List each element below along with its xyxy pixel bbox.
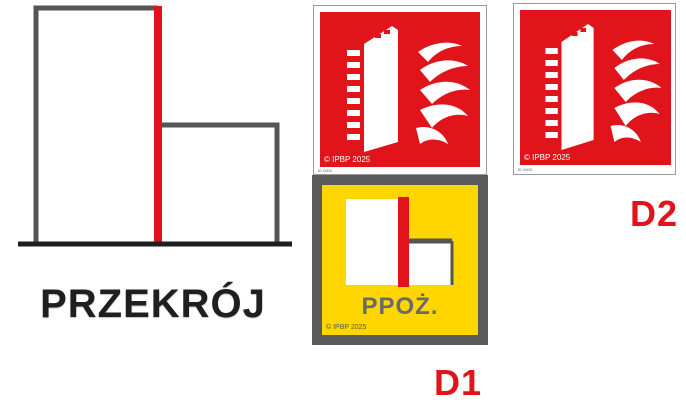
label-d1: D1 — [434, 362, 483, 403]
fire-door-sign-d2: © IPBP 2025 ID 0000 — [513, 3, 676, 175]
sign-copyright: © IPBP 2025 — [524, 153, 571, 162]
ppoz-sign-d1: PPOŻ. © IPBP 2025 — [312, 175, 488, 345]
sign-code: ID 0000 — [518, 167, 533, 172]
cross-section-diagram — [18, 5, 292, 247]
ppoz-label: PPOŻ. — [361, 293, 439, 320]
label-d2: D2 — [630, 193, 679, 234]
fire-door-sign-top: © IPBP 2025 ID 0000 — [313, 5, 487, 175]
tall-building-outline — [33, 5, 158, 243]
sign-code: ID 0000 — [318, 168, 333, 173]
section-caption: PRZEKRÓJ — [40, 282, 266, 326]
ppoz-section-pictogram — [346, 197, 454, 287]
low-building-outline — [158, 122, 280, 243]
fire-door-pictogram — [347, 26, 470, 152]
sign-copyright: © IPBP 2025 — [324, 155, 371, 164]
fire-door-pictogram — [545, 24, 662, 150]
sign-copyright: © IPBP 2025 — [326, 324, 367, 331]
